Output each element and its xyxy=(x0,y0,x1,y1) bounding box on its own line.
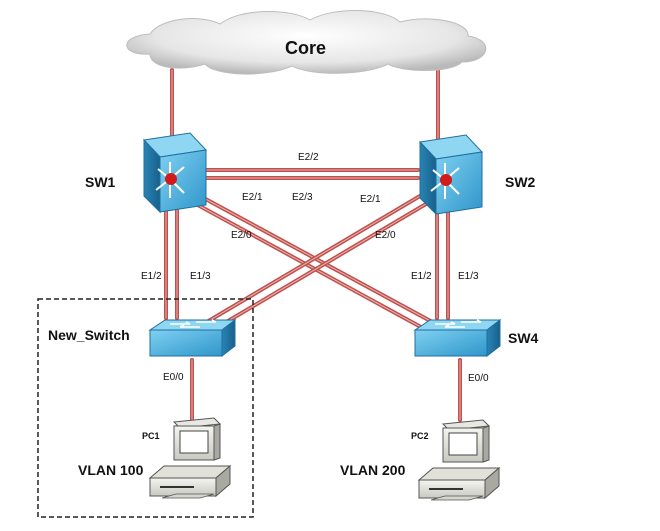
vlan200-label: VLAN 200 xyxy=(340,462,406,478)
port-sw2-e1-3: E1/3 xyxy=(458,271,479,282)
pc1-icon xyxy=(148,417,232,499)
port-sw1-e1-2: E1/2 xyxy=(141,271,162,282)
core-cloud xyxy=(126,10,487,75)
port-sw2-e1-2: E1/2 xyxy=(411,271,432,282)
pc2-icon xyxy=(417,419,501,501)
port-sw1-sw2-e2-3: E2/3 xyxy=(292,192,313,203)
vlan100-label: VLAN 100 xyxy=(78,462,144,478)
port-sw1-e2-0: E2/0 xyxy=(231,230,252,241)
links xyxy=(164,60,462,422)
new-switch-icon xyxy=(148,318,237,358)
pc2-label: PC2 xyxy=(411,431,429,441)
link-sw2-newswitch-a xyxy=(198,194,422,328)
port-sw1-sw2-e2-2: E2/2 xyxy=(298,152,319,163)
new-switch-label: New_Switch xyxy=(48,327,130,343)
sw1-icon xyxy=(142,132,208,214)
port-sw2-e2-0: E2/0 xyxy=(375,230,396,241)
port-sw1-e1-3: E1/3 xyxy=(190,271,211,282)
sw2-label: SW2 xyxy=(505,174,536,190)
vlan100-boundary xyxy=(37,298,254,518)
sw4-icon xyxy=(413,318,502,358)
port-newswitch-e0-0: E0/0 xyxy=(163,372,184,383)
link-sw1-sw4-b xyxy=(194,202,432,334)
port-sw2-e2-1: E2/1 xyxy=(360,194,381,205)
sw4-label: SW4 xyxy=(508,330,539,346)
link-sw1-sw4-a xyxy=(198,194,438,326)
link-sw2-newswitch-b xyxy=(204,202,428,336)
core-label: Core xyxy=(285,38,327,58)
sw1-label: SW1 xyxy=(85,174,116,190)
port-sw1-e2-1: E2/1 xyxy=(242,192,263,203)
sw2-icon xyxy=(418,134,484,216)
pc1-label: PC1 xyxy=(142,431,160,441)
port-sw4-e0-0: E0/0 xyxy=(468,373,489,384)
